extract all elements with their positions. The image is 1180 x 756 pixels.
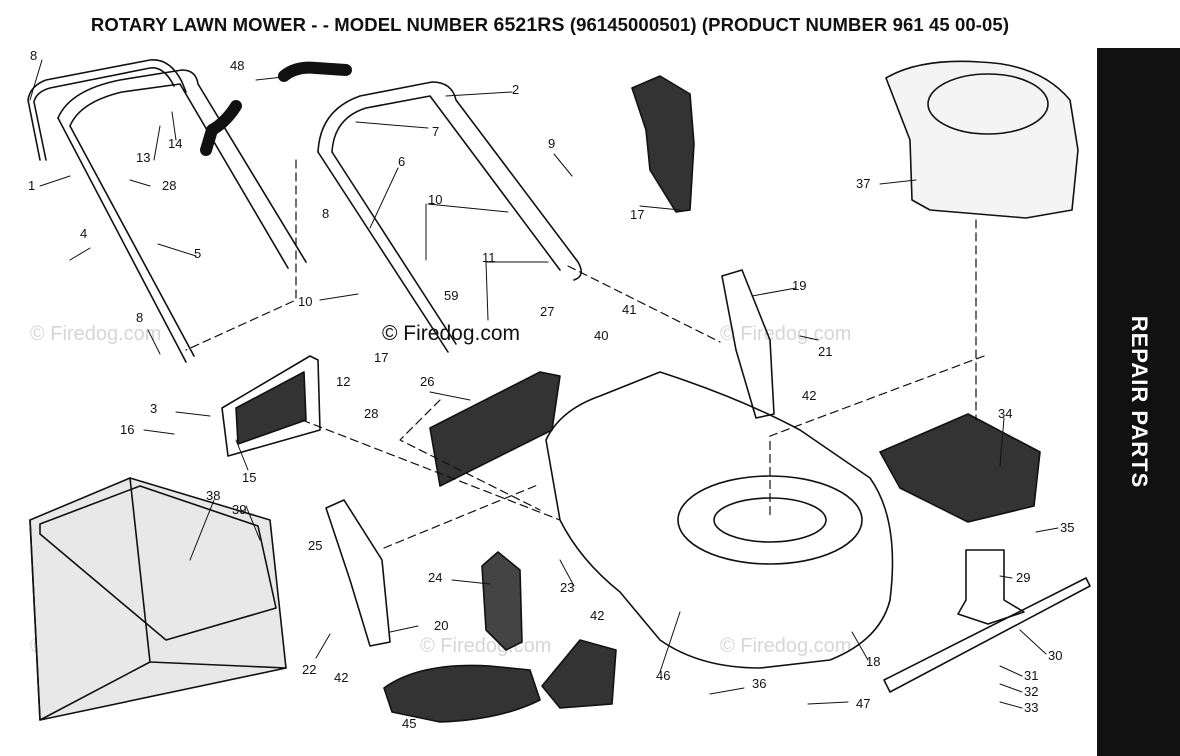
callout-9: 8 xyxy=(30,48,37,63)
callout-17b: 17 xyxy=(374,350,388,365)
bag-frame xyxy=(39,485,277,641)
title-suffix: (96145000501) (PRODUCT NUMBER 961 45 00-… xyxy=(569,14,1010,35)
title-prefix: ROTARY LAWN MOWER - - MODEL NUMBER xyxy=(90,14,489,35)
callout-28b: 28 xyxy=(364,406,378,421)
callout-28a: 27 xyxy=(540,304,554,319)
repair-parts-sidebar: REPAIR PARTS xyxy=(1097,48,1180,756)
callout-1: 1 xyxy=(28,178,35,193)
callout-26: 25 xyxy=(308,538,322,553)
callout-38: 37 xyxy=(856,176,870,191)
grass-bag xyxy=(29,477,287,721)
callout-37: 36 xyxy=(752,676,766,691)
height-adjuster-left xyxy=(325,499,391,647)
callout-8a: 8 xyxy=(322,206,329,221)
callout-2: 2 xyxy=(512,82,519,97)
callout-46: 45 xyxy=(402,716,416,731)
callout-47: 46 xyxy=(656,668,670,683)
sidebar-label: REPAIR PARTS xyxy=(1126,315,1152,489)
callout-14: 13 xyxy=(136,150,150,165)
callout-33: 32 xyxy=(1024,684,1038,699)
callout-6: 6 xyxy=(398,154,405,169)
hose-elbow xyxy=(278,61,352,82)
baffle xyxy=(481,551,523,651)
discharge-plug xyxy=(383,664,541,723)
callout-4: 4 xyxy=(80,226,87,241)
watermark-faint: © Firedog.com xyxy=(30,323,161,345)
watermark-faint: © Firedog.com xyxy=(720,323,851,345)
watermark-main: © Firedog.com xyxy=(382,322,520,345)
blade-spindle xyxy=(957,549,1025,625)
callout-25: 24 xyxy=(428,570,442,585)
watermark-faint: © Firedog.com xyxy=(720,635,851,657)
callout-20: 19 xyxy=(792,278,806,293)
callout-39: 38 xyxy=(206,488,220,503)
exploded-parts-diagram: © Firedog.com © Firedog.com © Firedog.co… xyxy=(27,48,1091,731)
side-discharge xyxy=(541,639,617,709)
callout-18: 17 xyxy=(630,207,644,222)
callout-30: 29 xyxy=(1016,570,1030,585)
cutting-blade xyxy=(883,577,1091,693)
callout-31: 30 xyxy=(1048,648,1062,663)
mulch-plug xyxy=(631,75,695,213)
callout-8b: 8 xyxy=(136,310,143,325)
callout-42b: 42 xyxy=(802,388,816,403)
blade-adapter xyxy=(879,413,1041,523)
callout-16: 15 xyxy=(242,470,256,485)
diagram-title: ROTARY LAWN MOWER - - MODEL NUMBER 6521R… xyxy=(0,14,1100,37)
callout-3: 3 xyxy=(150,401,157,416)
callout-40: 39 xyxy=(232,502,246,517)
rear-flap xyxy=(429,371,561,487)
callout-36: 35 xyxy=(1060,520,1074,535)
callout-22: 21 xyxy=(818,344,832,359)
callout-10b: 10 xyxy=(298,294,312,309)
callout-17a: 16 xyxy=(120,422,134,437)
callout-34: 33 xyxy=(1024,700,1038,715)
bail-handle xyxy=(27,59,187,161)
callout-10a: 9 xyxy=(548,136,555,151)
callout-11: 10 xyxy=(428,192,442,207)
height-adjuster-right xyxy=(721,269,775,419)
callout-5: 5 xyxy=(194,246,201,261)
engine xyxy=(885,60,1079,219)
callout-19: 18 xyxy=(866,654,880,669)
callout-24: 23 xyxy=(560,580,574,595)
callout-41: 40 xyxy=(594,328,608,343)
callout-27: 26 xyxy=(420,374,434,389)
callout-21: 20 xyxy=(434,618,448,633)
callout-13: 12 xyxy=(336,374,350,389)
watermark-faint: © Firedog.com xyxy=(420,635,551,657)
callout-35: 34 xyxy=(998,406,1012,421)
callout-59: 48 xyxy=(230,58,244,73)
callout-15: 14 xyxy=(168,136,182,151)
rear-door-frame xyxy=(221,355,321,457)
callout-7: 7 xyxy=(432,124,439,139)
callout-45: 42 xyxy=(590,608,604,623)
callout-42c: 42 xyxy=(334,670,348,685)
callout-12: 11 xyxy=(482,250,496,265)
callout-96: 59 xyxy=(444,288,458,303)
upper-handle xyxy=(57,69,307,263)
callout-29: 28 xyxy=(162,178,176,193)
callout-48: 47 xyxy=(856,696,870,711)
callout-42a: 41 xyxy=(622,302,636,317)
model-number: 6521RS xyxy=(493,14,565,36)
mower-deck xyxy=(545,371,894,669)
callout-32: 31 xyxy=(1024,668,1038,683)
callout-23: 22 xyxy=(302,662,316,677)
